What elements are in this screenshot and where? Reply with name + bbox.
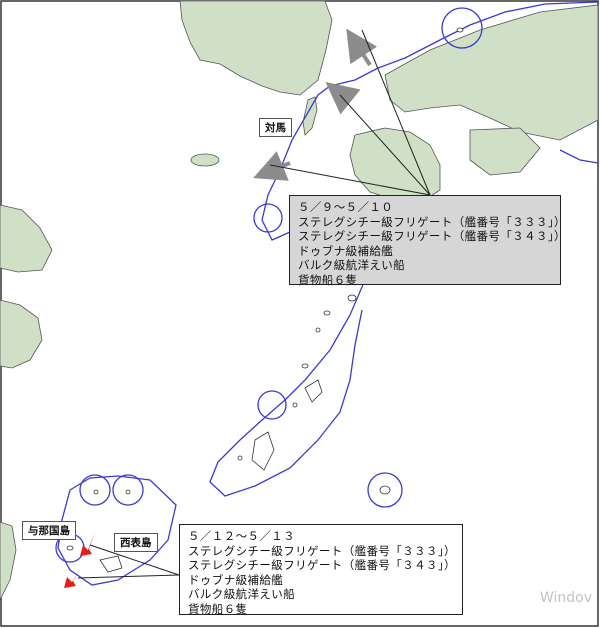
box1-line-5: 貨物船６隻 [298,272,358,287]
honshu-island [384,4,599,141]
box1-line-2: ステレグシチー級フリゲート（艦番号「３４３」） [298,229,566,243]
red-arrow-north [80,532,95,556]
box1-date: ５／９～５／１０ [298,200,394,214]
box2-line-1: ステレグシチー級フリゲート（艦番号「３３３」） [188,543,456,558]
taiwan-island [0,521,17,601]
box2-date: ５／１２～５／１３ [188,529,296,543]
label-tsushima: 対馬 [259,118,292,137]
jeju-island [190,153,220,167]
info-box-may9-10: ５／９～５／１０ ステレグシチー級フリゲート（艦番号「３３３」） ステレグシチー… [289,195,566,287]
box1-line-4: バルク級航洋えい船 [298,258,406,272]
track-arrow-mid [325,82,361,115]
watermark-text: Windov [540,590,593,606]
info-box-may12-13: ５／１２～５／１３ ステレグシチー級フリゲート（艦番号「３３３」） ステレグシチ… [179,524,463,616]
box1-line-1: ステレグシチー級フリゲート（艦番号「３３３」） [298,214,566,229]
red-arrow-south [64,566,82,588]
leader-lines-box1 [269,29,431,196]
china-coast-north [0,204,53,273]
box2-line-3: ドゥブナ級補給艦 [188,572,284,587]
box2-line-4: バルク級航洋えい船 [188,587,296,601]
label-yonaguni: 与那国島 [22,521,76,540]
box1-line-3: ドゥブナ級補給艦 [298,243,394,258]
small-islands [66,27,464,573]
track-arrows-red [64,532,95,588]
track-arrow-south [253,151,291,181]
tsushima-island [302,96,318,136]
box2-line-2: ステレグシチー級フリゲート（艦番号「３４３」） [188,558,456,572]
track-arrows-gray [253,28,378,181]
leader-lines-box2 [77,544,180,579]
kyushu-island [349,127,441,201]
korean-peninsula [179,0,333,96]
box2-line-5: 貨物船６隻 [188,601,248,616]
shikoku-island [469,127,541,176]
label-iriomote: 西表島 [114,533,158,552]
china-coast-south [0,299,43,369]
track-arrow-north [346,28,378,67]
